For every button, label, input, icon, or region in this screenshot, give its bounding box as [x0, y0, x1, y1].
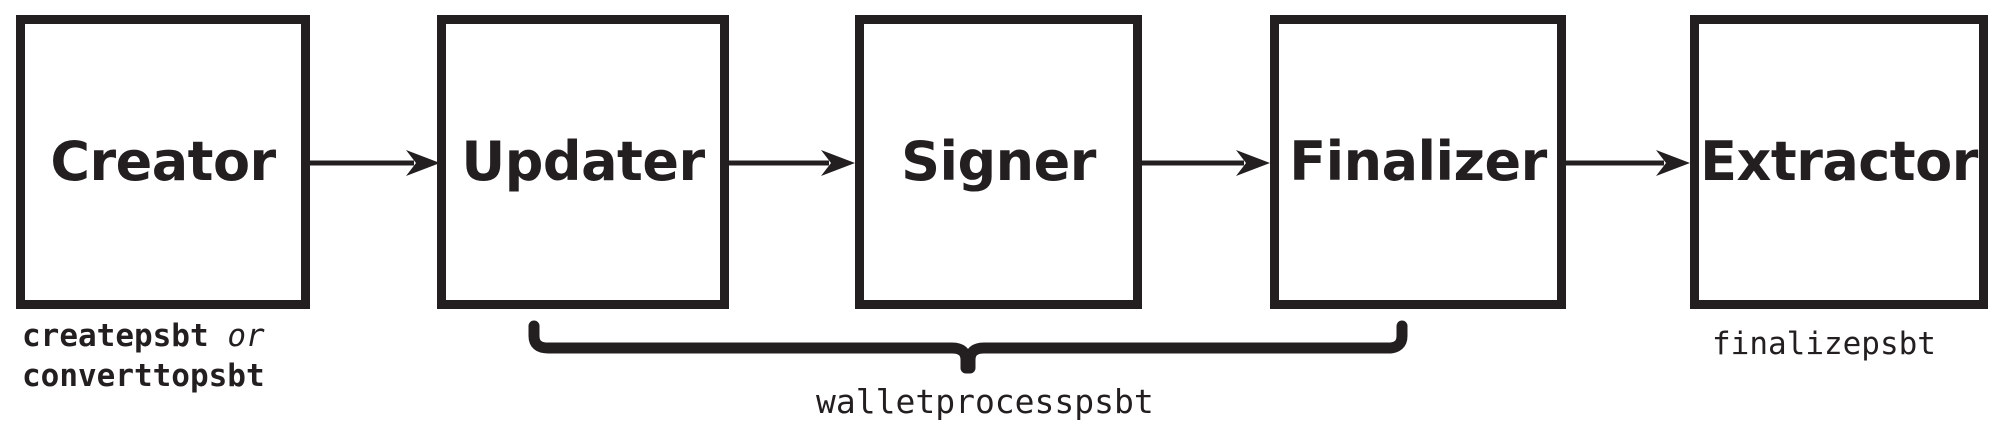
stage-label-signer: Signer: [901, 130, 1096, 193]
label-creator-commands: createpsbt or converttopsbt: [22, 317, 265, 396]
stage-label-finalizer: Finalizer: [1289, 130, 1547, 193]
arrow-updater-to-signer: [729, 150, 855, 176]
stage-label-creator: Creator: [50, 130, 276, 193]
stage-box-creator[interactable]: Creator: [16, 15, 310, 309]
arrow-signer-to-finalizer: [1142, 150, 1270, 176]
stage-label-updater: Updater: [461, 130, 705, 193]
stage-box-extractor[interactable]: Extractor: [1690, 15, 1988, 309]
command-createpsbt: createpsbt: [22, 318, 209, 354]
stage-box-signer[interactable]: Signer: [855, 15, 1142, 309]
command-converttopsbt: converttopsbt: [22, 357, 265, 394]
arrow-creator-to-updater: [310, 150, 440, 176]
stage-box-finalizer[interactable]: Finalizer: [1270, 15, 1566, 309]
command-finalizepsbt: finalizepsbt: [1712, 326, 1936, 362]
brace-walletprocesspsbt: [528, 320, 1408, 374]
command-walletprocesspsbt: walletprocesspsbt: [816, 382, 1154, 421]
label-creator-commands-line1: createpsbt or: [22, 317, 265, 357]
arrow-finalizer-to-extractor: [1566, 150, 1690, 176]
conjunction-or: or: [227, 318, 265, 354]
stage-label-extractor: Extractor: [1700, 130, 1978, 193]
stage-box-updater[interactable]: Updater: [437, 15, 729, 309]
